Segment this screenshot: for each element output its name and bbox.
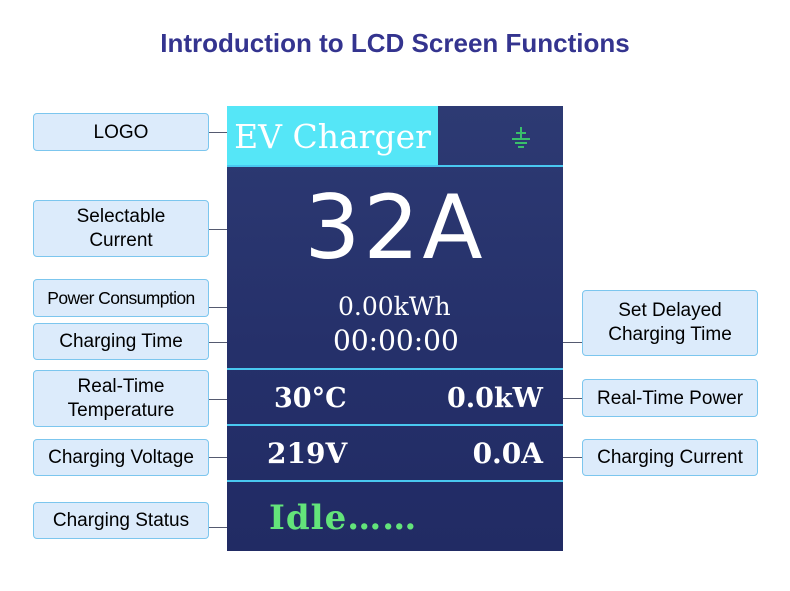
charging-status-text: Idle…… — [269, 498, 418, 538]
label-charging-voltage: Charging Voltage — [33, 439, 209, 476]
page-title: Introduction to LCD Screen Functions — [160, 28, 630, 58]
label-real-time-temperature: Real-Time Temperature — [33, 370, 209, 427]
label-charging-status: Charging Status — [33, 502, 209, 539]
separator-top — [227, 165, 563, 167]
logo-text: EV Charger — [234, 116, 431, 156]
current-value: 0.0A — [472, 437, 543, 470]
label-power-consumption: Power Consumption — [33, 279, 209, 317]
label-charging-current: Charging Current — [582, 439, 758, 476]
label-real-time-power: Real-Time Power — [582, 379, 758, 417]
connector-logo — [209, 132, 239, 133]
energy-value: 0.00kWh — [338, 292, 451, 321]
connector-real-time-power — [544, 398, 582, 399]
voltage-value: 219V — [267, 437, 348, 470]
power-value: 0.0kW — [446, 383, 543, 414]
ground-icon — [512, 127, 530, 148]
lcd-screen: EV Charger 32A 0.00kWh 00:00:00 30°C 0.0… — [227, 106, 563, 551]
temperature-value: 30°C — [274, 383, 347, 414]
label-selectable-current: Selectable Current — [33, 200, 209, 257]
timer-value: 00:00:00 — [333, 324, 459, 357]
logo: EV Charger — [227, 106, 438, 166]
label-set-delayed-charging-time: Set Delayed Charging Time — [582, 290, 758, 356]
separator-bottom — [227, 480, 563, 482]
selected-current: 32A — [304, 176, 486, 279]
label-charging-time: Charging Time — [33, 323, 209, 360]
connector-charging-current — [544, 457, 582, 458]
label-logo: LOGO — [33, 113, 209, 151]
separator-mid — [227, 368, 563, 370]
separator-lower — [227, 424, 563, 426]
